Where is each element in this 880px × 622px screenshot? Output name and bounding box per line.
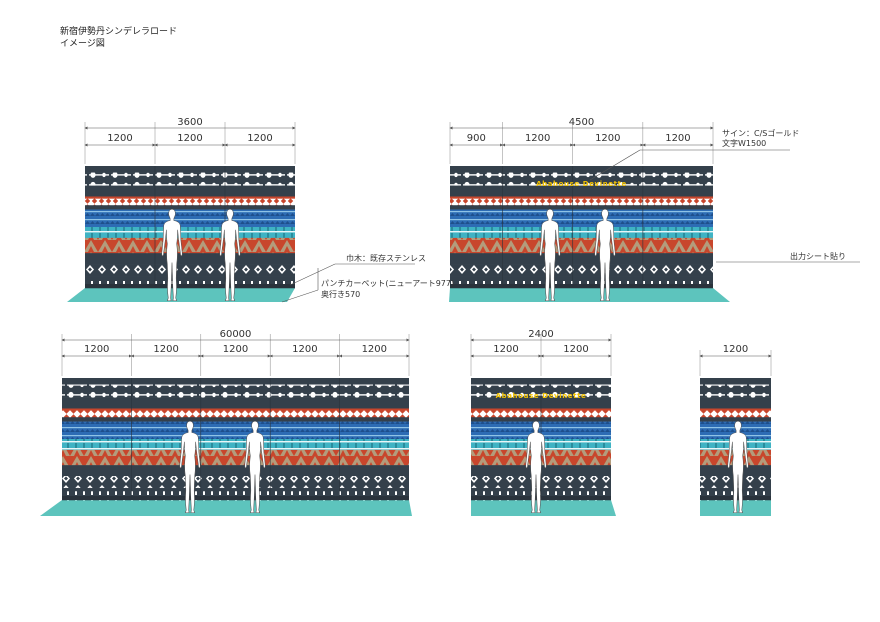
segment-dimension-label: 1200: [292, 344, 317, 355]
wall-unit: 60000 1200 1200 1200 1200 1200: [40, 329, 412, 516]
annotation-notes: 巾木：既存ステンレス パンチカーペット(ニューアート977) 奥行き570 サイ…: [281, 128, 860, 303]
wall-panel: [62, 378, 409, 501]
band-solid: [450, 253, 713, 265]
total-dimension-label: 60000: [220, 329, 252, 340]
band-solid: [450, 185, 713, 197]
band-beads: [450, 172, 713, 186]
segment-dimension-label: 1200: [595, 133, 620, 144]
carpet: [67, 288, 295, 302]
band-teal: [85, 227, 295, 239]
band-solid: [62, 408, 409, 411]
band-solid: [700, 397, 771, 409]
band-triangles: [85, 237, 295, 254]
band-solid: [700, 417, 771, 422]
segment-dimension-label: 900: [467, 133, 486, 144]
sign-lettering: Abahouse Devinette: [536, 180, 627, 188]
dimension-lines: 60000 1200 1200 1200 1200 1200: [61, 329, 410, 376]
band-ticks: [62, 491, 409, 501]
baseboard: [450, 284, 713, 288]
band-teal: [450, 227, 713, 239]
band-solid: [85, 166, 295, 173]
dimension-lines: 2400 1200 1200: [470, 329, 612, 376]
segment-dimension-label: 1200: [247, 133, 272, 144]
carpet-note-line-2: 奥行き570: [321, 289, 360, 299]
carpet: [40, 500, 412, 516]
band-ticks: [85, 279, 295, 289]
title-line-2: イメージ図: [60, 39, 105, 49]
band-red-diamonds: [85, 198, 295, 206]
baseboard: [85, 284, 295, 288]
band-blue: [85, 209, 295, 228]
band-solid: [85, 253, 295, 265]
segment-dimension-label: 1200: [153, 344, 178, 355]
carpet-note-line-1: パンチカーペット(ニューアート977): [321, 279, 454, 288]
segment-dimension-label: 1200: [223, 344, 248, 355]
band-teal: [62, 439, 409, 451]
wall-unit: 3600 1200 1200 1200: [67, 117, 296, 302]
band-solid: [450, 205, 713, 210]
wall-unit: Abahouse Devinette 4500 900 1200 1200 1200: [449, 117, 730, 302]
band-solid: [700, 378, 771, 385]
segment-dimension-label: 1200: [493, 344, 518, 355]
segment-dimension-label: 1200: [525, 133, 550, 144]
band-blue: [62, 421, 409, 440]
wall-unit: Abahouse Devinette 2400 1200 1200: [470, 329, 616, 516]
band-diamonds: [62, 476, 409, 489]
band-triangles: [62, 449, 409, 466]
segment-dimension-label: 1200: [665, 133, 690, 144]
baseboard-note: 巾木：既存ステンレス: [346, 253, 426, 263]
band-solid: [62, 417, 409, 422]
wall-panel: [450, 166, 713, 289]
band-beads: [62, 384, 409, 398]
output-sheet-note: 出力シート貼り: [790, 251, 846, 261]
band-beads: [700, 384, 771, 398]
total-dimension-label: 2400: [528, 329, 553, 340]
carpet: [471, 500, 616, 516]
segment-dimension-label: 1200: [84, 344, 109, 355]
total-dimension-label: 3600: [177, 117, 202, 128]
segment-dimension-label: 1200: [723, 344, 748, 355]
title-block: 新宿伊勢丹シンデレラロード イメージ図: [60, 26, 177, 50]
band-solid: [450, 276, 713, 280]
band-blue: [700, 421, 771, 440]
band-solid: [450, 166, 713, 173]
band-red-diamonds: [450, 198, 713, 206]
band-diamonds: [85, 264, 295, 277]
total-dimension-label: 4500: [569, 117, 594, 128]
band-solid: [85, 185, 295, 197]
band-solid: [450, 196, 713, 199]
sign-lettering: Abahouse Devinette: [496, 392, 587, 400]
band-blue: [450, 209, 713, 228]
band-solid: [85, 276, 295, 280]
band-solid: [62, 465, 409, 477]
band-ticks: [450, 279, 713, 289]
dimension-lines: 4500 900 1200 1200 1200: [449, 117, 714, 164]
band-solid: [62, 397, 409, 409]
band-beads: [85, 172, 295, 186]
dimension-lines: 3600 1200 1200 1200: [84, 117, 296, 164]
carpet: [449, 288, 730, 302]
band-solid: [85, 196, 295, 199]
segment-dimension-label: 1200: [362, 344, 387, 355]
band-diamonds: [450, 264, 713, 277]
band-red-diamonds: [62, 410, 409, 418]
title-line-1: 新宿伊勢丹シンデレラロード: [60, 27, 178, 37]
band-red-diamonds: [700, 410, 771, 418]
wall-panel: [85, 166, 295, 289]
sign-note-line-2: 文字W1500: [722, 138, 766, 148]
wall-unit: 1200: [699, 344, 772, 516]
dimension-lines: 1200: [699, 344, 772, 376]
segment-dimension-label: 1200: [563, 344, 588, 355]
baseboard: [62, 496, 409, 500]
band-solid: [85, 205, 295, 210]
band-solid: [62, 378, 409, 385]
band-solid: [700, 408, 771, 411]
band-solid: [62, 488, 409, 492]
segment-dimension-label: 1200: [177, 133, 202, 144]
sign-note-line-1: サイン：C/Sゴールド: [722, 128, 799, 138]
band-triangles: [450, 237, 713, 254]
segment-dimension-label: 1200: [107, 133, 132, 144]
